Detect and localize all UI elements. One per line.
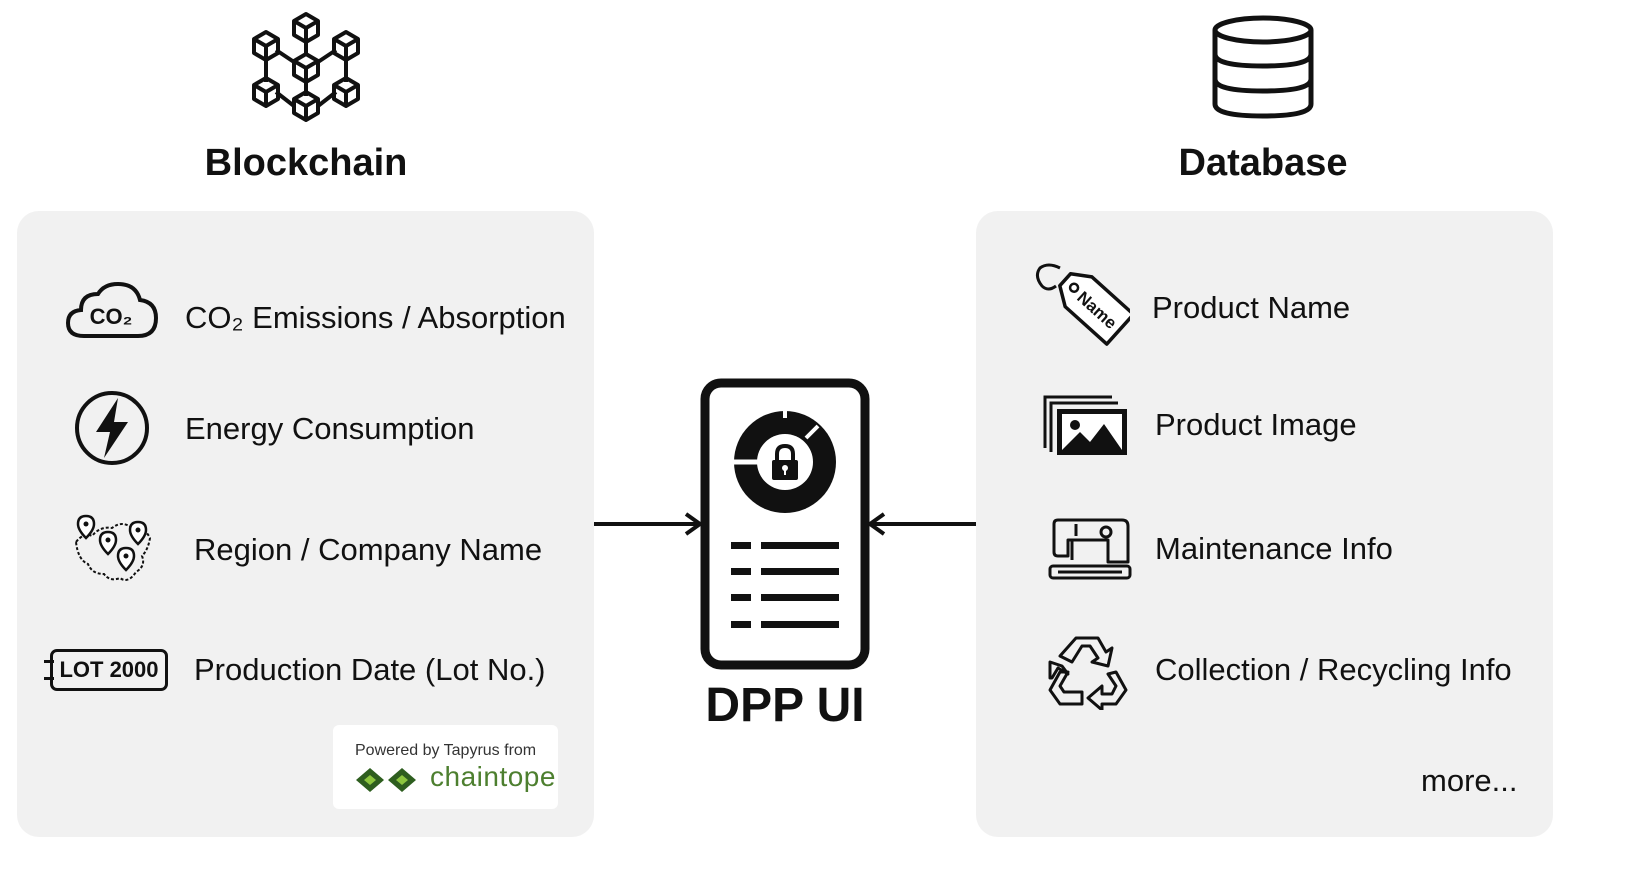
product-name-label: Product Name [1152, 290, 1351, 325]
database-heading: Database [1178, 142, 1348, 184]
maintenance-info-label: Maintenance Info [1155, 531, 1393, 566]
lot-tag-text: LOT 2000 [59, 657, 159, 682]
co2-cloud-icon: CO₂ [65, 281, 159, 338]
co2-emissions-label: CO₂ Emissions / Absorption [185, 300, 566, 335]
name-tag-icon: Name [1035, 263, 1130, 346]
collection-recycling-label: Collection / Recycling Info [1155, 652, 1512, 687]
blockchain-cubes-icon [252, 12, 360, 122]
powered-by-badge[interactable] [333, 725, 558, 809]
map-pins-icon [74, 514, 152, 581]
lot-tag-notch-bottom [44, 677, 54, 680]
co2-icon-text: CO₂ [90, 304, 133, 329]
phone-lock-list-icon [700, 378, 870, 670]
dpp-ui-label: DPP UI [705, 679, 865, 732]
lot-tag-notch-top [44, 660, 54, 663]
recycle-icon [1048, 636, 1128, 710]
image-gallery-icon [1043, 395, 1127, 455]
lot-tag-icon: LOT 2000 [50, 649, 168, 691]
powered-by-text: Powered by Tapyrus from [355, 742, 537, 759]
lightning-bolt-icon [75, 391, 149, 465]
chaintope-brand: chaintope [430, 761, 556, 792]
product-image-label: Product Image [1155, 407, 1357, 442]
more-link[interactable]: more... [1421, 763, 1518, 798]
region-company-label: Region / Company Name [194, 532, 543, 567]
right-to-center-arrow [866, 512, 976, 536]
chaintope-logo-icon [356, 768, 416, 792]
left-to-center-arrow [594, 512, 704, 536]
production-date-label: Production Date (Lot No.) [194, 652, 546, 687]
database-icon [1212, 15, 1314, 119]
blockchain-heading: Blockchain [204, 142, 408, 184]
energy-consumption-label: Energy Consumption [185, 411, 475, 446]
database-panel [976, 211, 1553, 837]
sewing-machine-icon [1048, 518, 1132, 580]
